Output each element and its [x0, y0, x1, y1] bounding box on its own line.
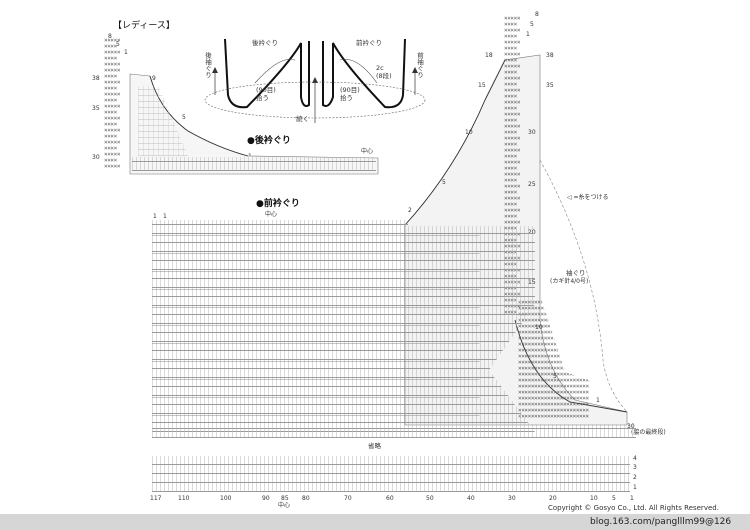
bottom-row-1: 1 — [633, 484, 637, 491]
axis-20: 20 — [549, 495, 557, 502]
axis-5: 5 — [612, 495, 616, 502]
axis-50: 50 — [426, 495, 434, 502]
right-left-row-18: 18 — [485, 52, 493, 59]
copyright-text: Copyright © Gosyo Co., Ltd. All Rights R… — [548, 504, 719, 512]
right-left-row-2: 2 — [408, 207, 412, 214]
left-top-row-5: 5 — [116, 41, 120, 48]
axis-10: 10 — [590, 495, 598, 502]
axis-1: 1 — [630, 495, 634, 502]
watermark-bar — [0, 514, 750, 530]
bottom-row-4: 4 — [633, 455, 637, 462]
axis-70: 70 — [344, 495, 352, 502]
right-left-row-10: 10 — [465, 129, 473, 136]
right-side-row-1: 1 — [596, 397, 600, 404]
right-top-row-1: 1 — [526, 31, 530, 38]
axis-90: 90 — [262, 495, 270, 502]
axis-85: 85 — [281, 495, 289, 502]
front-top-row-1b: 1 — [163, 213, 167, 220]
axis-30: 30 — [508, 495, 516, 502]
bottom-row-2: 2 — [633, 474, 637, 481]
right-side-row-30: 30 — [528, 129, 536, 136]
left-arrow-row-5: 5 — [182, 114, 186, 121]
section-title: 【レディース】 — [113, 21, 175, 31]
left-side-row-30: 30 — [92, 154, 100, 161]
right-left-row-15: 15 — [478, 82, 486, 89]
front-body-row-lines — [152, 232, 480, 416]
right-top-row-5: 5 — [530, 21, 534, 28]
right-side-row-35: 35 — [546, 82, 554, 89]
bottom-side-row-30: 30 — [627, 423, 635, 430]
front-center-label: 中心 — [265, 211, 278, 218]
left-top-row-1: 1 — [124, 49, 128, 56]
back-neck-band-grid — [132, 157, 376, 171]
pickup-right-note: (90目) 拾う — [340, 86, 360, 102]
axis-80: 80 — [302, 495, 310, 502]
front-armhole-label: 前袖ぐり — [415, 52, 424, 78]
front-last-row-grid — [152, 424, 636, 438]
right-side-row-10: 10 — [535, 324, 543, 331]
left-side-row-35: 35 — [92, 105, 100, 112]
yarn-attach-note: ◁ =糸をつける — [567, 194, 609, 201]
axis-60: 60 — [386, 495, 394, 502]
omitted-label: 省略 — [368, 442, 381, 450]
back-armhole-stitch-column: ××××× ×××× ××××× ×××× ××××× ××××× ×××× ×… — [104, 38, 121, 170]
front-neckline-label: 前衿ぐり — [356, 39, 382, 47]
back-neck-heading: ●後衿ぐり — [247, 136, 291, 146]
axis-110: 110 — [178, 495, 190, 502]
front-neck-heading: ●前衿ぐり — [256, 199, 300, 209]
axis-40: 40 — [467, 495, 475, 502]
pickup-left-note: (90目) 拾う — [256, 86, 276, 102]
armhole-hook-note: (カギ針4/0号) — [550, 278, 589, 285]
left-top-row-8: 8 — [108, 33, 112, 40]
axis-117: 117 — [150, 495, 162, 502]
last-row-note: (脇の最終段) — [631, 429, 666, 436]
left-side-row-38: 38 — [92, 75, 100, 82]
back-armhole-label: 後袖ぐり — [203, 52, 212, 78]
right-side-row-25: 25 — [528, 181, 536, 188]
continue-label: 続く — [296, 115, 309, 123]
rows-note: 2c (8段) — [376, 64, 392, 80]
armhole-title: 袖ぐり — [566, 269, 586, 277]
watermark-text: blog.163.com/panglllm99@126 — [590, 517, 732, 527]
right-left-row-5: 5 — [442, 179, 446, 186]
hem-band-grid — [152, 456, 630, 492]
right-side-row-5: 5 — [553, 373, 557, 380]
left-arrow-row-9: 9 — [152, 75, 156, 82]
front-top-row-1a: 1 — [153, 213, 157, 220]
back-center-label: 中心 — [361, 148, 374, 155]
right-side-row-38: 38 — [546, 52, 554, 59]
axis-center-label: 中心 — [278, 502, 291, 509]
garment-schematic — [204, 38, 426, 123]
right-top-row-8: 8 — [535, 11, 539, 18]
back-neckline-label: 後衿ぐり — [252, 39, 278, 47]
bottom-row-3: 3 — [633, 464, 637, 471]
axis-100: 100 — [220, 495, 232, 502]
